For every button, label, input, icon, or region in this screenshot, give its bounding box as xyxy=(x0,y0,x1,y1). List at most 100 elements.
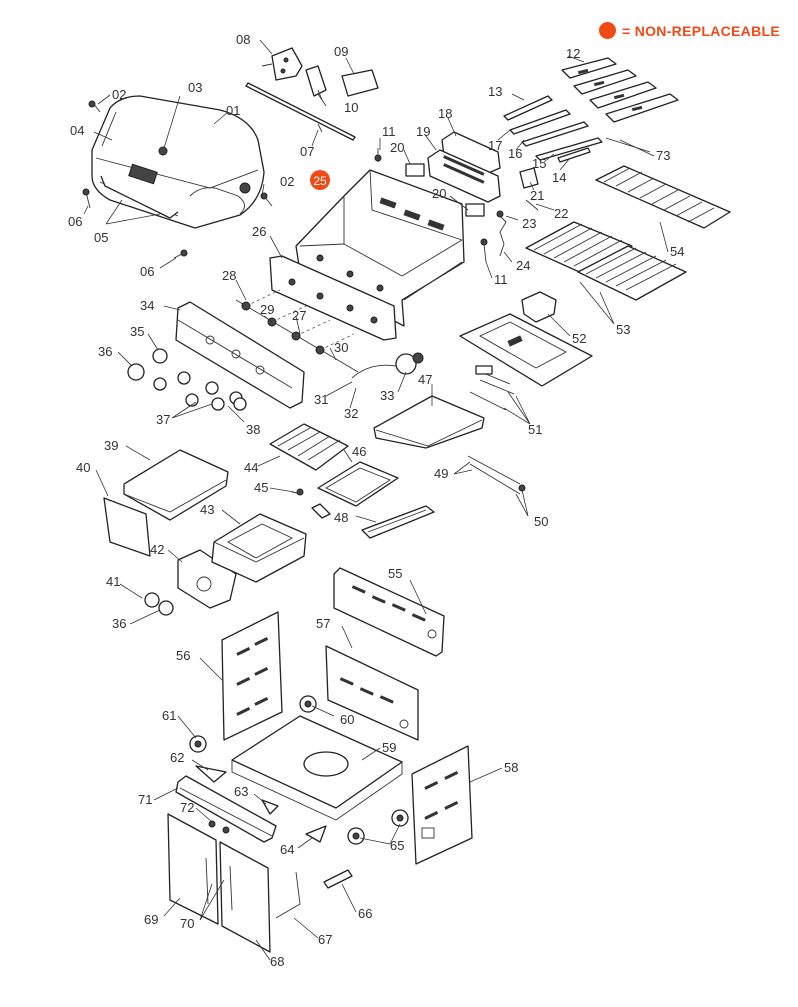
label-25-highlight: 25 xyxy=(310,170,330,190)
label-24: 24 xyxy=(516,258,530,273)
label-20-b: 20 xyxy=(432,186,446,201)
legend: = NON-REPLACEABLE xyxy=(599,22,780,39)
part-screw xyxy=(374,148,382,162)
part-side-tray xyxy=(361,505,435,539)
label-03: 03 xyxy=(188,80,202,95)
label-65: 65 xyxy=(390,838,404,853)
label-04: 04 xyxy=(70,123,84,138)
part-side-knob xyxy=(144,592,174,616)
label-25: 25 xyxy=(313,174,327,188)
label-64: 64 xyxy=(280,842,294,857)
label-21: 21 xyxy=(530,188,544,203)
label-60: 60 xyxy=(340,712,354,727)
label-23: 23 xyxy=(522,216,536,231)
label-63: 63 xyxy=(234,784,248,799)
label-39: 39 xyxy=(104,438,118,453)
part-brackets xyxy=(305,65,379,101)
part-casters xyxy=(189,695,409,845)
label-31: 31 xyxy=(314,392,328,407)
part-grease-cup xyxy=(521,291,557,323)
label-05: 05 xyxy=(94,230,108,245)
label-61: 61 xyxy=(162,708,176,723)
part-collector xyxy=(605,137,651,153)
label-28: 28 xyxy=(222,268,236,283)
part-lid-screws xyxy=(82,100,273,259)
part-heat-tents xyxy=(561,57,679,123)
part-burners xyxy=(503,95,603,163)
part-side-shelf xyxy=(123,449,229,521)
label-50: 50 xyxy=(534,514,548,529)
part-cooking-grids xyxy=(525,221,687,301)
label-59: 59 xyxy=(382,740,396,755)
label-41: 41 xyxy=(106,574,120,589)
label-73: 73 xyxy=(656,148,670,163)
label-45: 45 xyxy=(254,480,268,495)
label-01: 01 xyxy=(226,103,240,118)
label-35: 35 xyxy=(130,324,144,339)
label-62: 62 xyxy=(170,750,184,765)
label-58: 58 xyxy=(504,760,518,775)
label-38: 38 xyxy=(246,422,260,437)
part-side-rods xyxy=(467,455,526,495)
part-regulator xyxy=(351,352,424,379)
label-29: 29 xyxy=(260,302,274,317)
label-12: 12 xyxy=(566,46,580,61)
label-11-b: 11 xyxy=(494,272,508,287)
part-door-hardware xyxy=(208,820,230,834)
part-small-brackets xyxy=(405,163,539,217)
part-door-wire xyxy=(275,871,301,919)
label-22: 22 xyxy=(554,206,568,221)
label-40: 40 xyxy=(76,460,90,475)
non-replaceable-marker-icon xyxy=(310,170,330,190)
label-48: 48 xyxy=(334,510,348,525)
part-bottom-shelf xyxy=(231,715,403,821)
part-cart-rear-panel xyxy=(325,645,419,741)
label-51: 51 xyxy=(528,422,542,437)
label-44: 44 xyxy=(244,460,258,475)
part-manifold-panel xyxy=(269,255,397,341)
label-19: 19 xyxy=(416,124,430,139)
label-54: 54 xyxy=(670,244,684,259)
label-52: 52 xyxy=(572,331,586,346)
label-26: 26 xyxy=(252,224,266,239)
label-27: 27 xyxy=(292,308,306,323)
part-electrodes xyxy=(480,210,507,263)
label-02: 02 xyxy=(112,87,126,102)
part-side-burner-box xyxy=(211,513,307,583)
label-46: 46 xyxy=(352,444,366,459)
label-10: 10 xyxy=(344,100,358,115)
label-66: 66 xyxy=(358,906,372,921)
part-control-panel xyxy=(175,301,305,409)
label-02-b: 02 xyxy=(280,174,294,189)
label-13: 13 xyxy=(488,84,502,99)
label-37: 37 xyxy=(156,412,170,427)
label-08: 08 xyxy=(236,32,250,47)
label-36-a: 36 xyxy=(98,344,112,359)
label-69: 69 xyxy=(144,912,158,927)
label-15: 15 xyxy=(532,156,546,171)
part-cart-left-panel xyxy=(221,611,283,741)
label-49: 49 xyxy=(434,466,448,481)
label-68: 68 xyxy=(270,954,284,969)
part-grease-rods xyxy=(469,365,515,411)
label-67: 67 xyxy=(318,932,332,947)
part-lid xyxy=(91,95,265,229)
label-09: 09 xyxy=(334,44,348,59)
label-55: 55 xyxy=(388,566,402,581)
label-07: 07 xyxy=(300,144,314,159)
label-30: 30 xyxy=(334,340,348,355)
label-32: 32 xyxy=(344,406,358,421)
part-grease-tray xyxy=(373,395,485,449)
label-70: 70 xyxy=(180,916,194,931)
label-18: 18 xyxy=(438,106,452,121)
label-43: 43 xyxy=(200,502,214,517)
label-06-a: 06 xyxy=(68,214,82,229)
label-36-b: 36 xyxy=(112,616,126,631)
part-knobs xyxy=(127,348,247,411)
label-57: 57 xyxy=(316,616,330,631)
label-47: 47 xyxy=(418,372,432,387)
part-back-panel xyxy=(333,567,445,657)
part-bolt xyxy=(323,869,353,889)
part-ignition-module xyxy=(261,47,303,81)
